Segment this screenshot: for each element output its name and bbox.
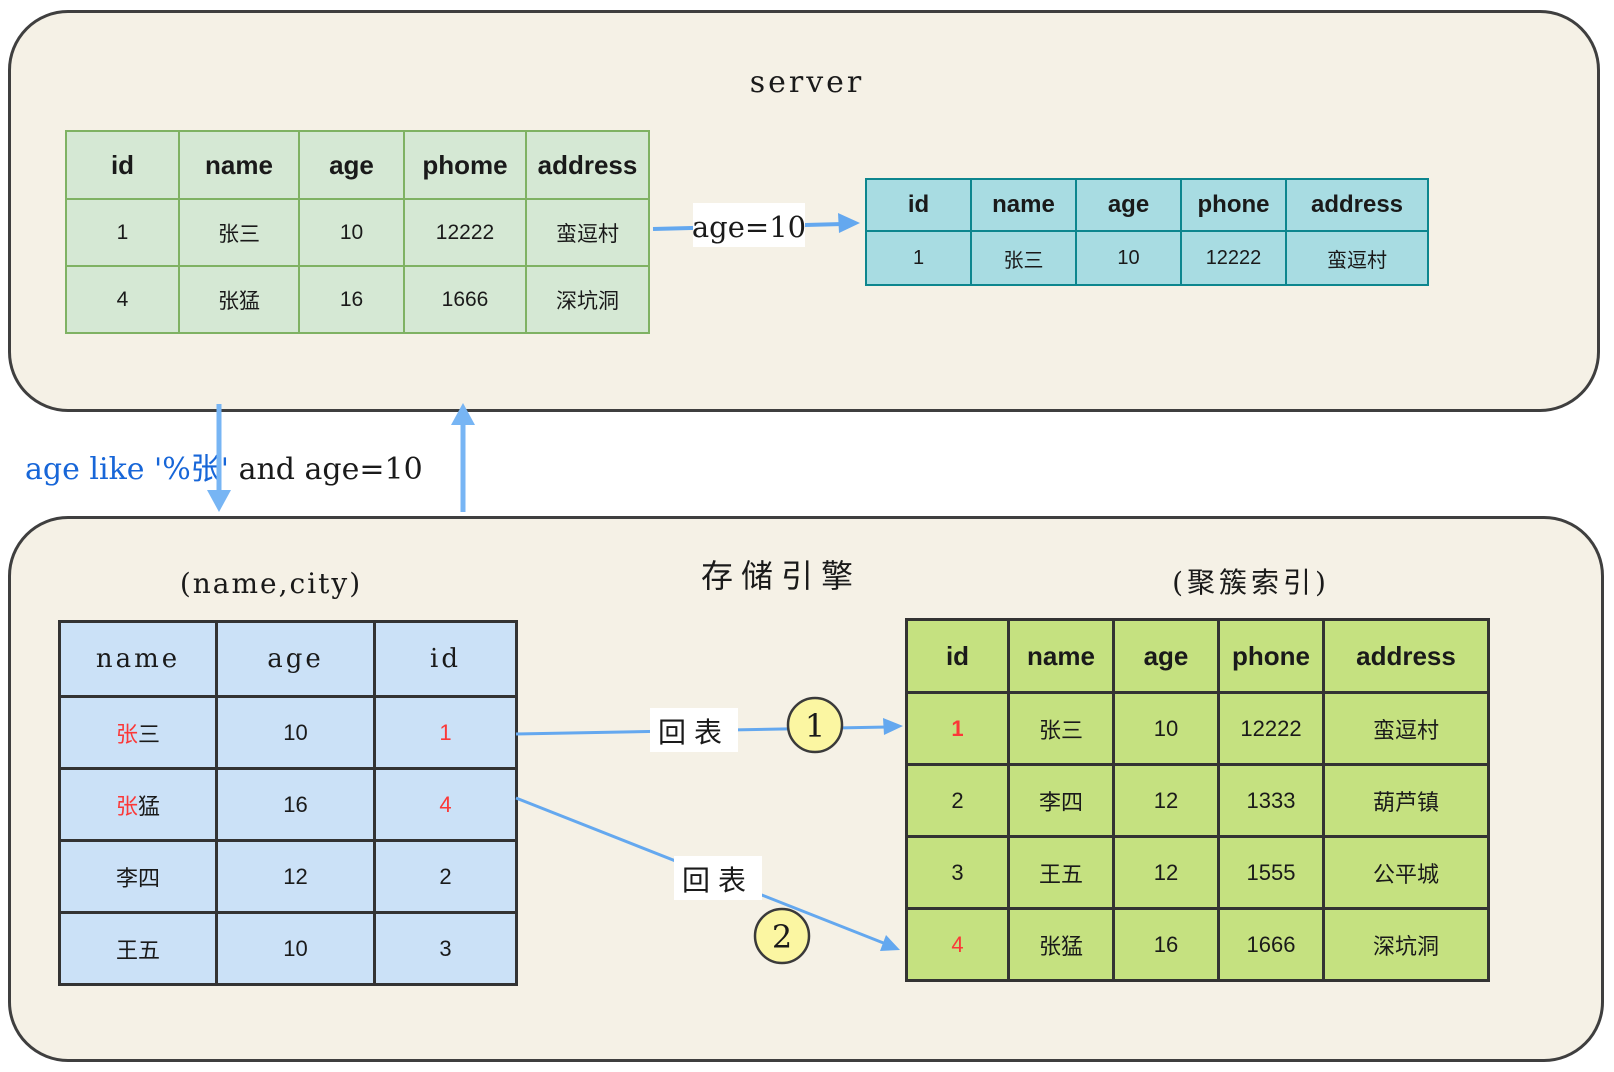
table-header-row: id name age phome address xyxy=(65,130,650,200)
table-header-cell: address xyxy=(525,130,650,200)
table-cell: 张猛 xyxy=(1007,907,1115,982)
clustered-index-label: (聚簇索引) xyxy=(1172,566,1330,599)
table-cell: 蛮逗村 xyxy=(525,198,650,267)
table-cell: 蛮逗村 xyxy=(1322,691,1490,766)
table-header-cell: phone xyxy=(1180,178,1287,232)
table-cell: 张猛 xyxy=(58,767,218,842)
name-rest: 李四 xyxy=(115,865,160,891)
table-cell: 12222 xyxy=(403,198,527,267)
table-cell: 1555 xyxy=(1217,835,1325,910)
table-header-cell: age xyxy=(1112,618,1220,694)
table-cell: 2 xyxy=(373,839,518,914)
storage-engine-title: 存储引擎 xyxy=(700,557,861,595)
table-cell: 16 xyxy=(298,265,405,334)
table-row: 1 张三 10 12222 蛮逗村 xyxy=(905,691,1490,766)
secondary-index-table: name age id 张三 10 1 张猛 16 4 李四 12 2 王五 1… xyxy=(58,620,518,986)
table-header-cell: name xyxy=(970,178,1077,232)
table-cell: 1666 xyxy=(1217,907,1325,982)
table-header-cell: age xyxy=(215,620,376,698)
table-cell: 12222 xyxy=(1217,691,1325,766)
table-cell: 3 xyxy=(373,911,518,986)
table-cell: 10 xyxy=(1075,230,1182,286)
table-cell: 1 xyxy=(373,695,518,770)
highlighted-char: 张 xyxy=(115,721,138,747)
table-cell: 张猛 xyxy=(178,265,300,334)
table-header-cell: name xyxy=(178,130,300,200)
table-cell: 12 xyxy=(1112,763,1220,838)
sql-condition-black-part: and age=10 xyxy=(229,452,423,487)
server-source-table: id name age phome address 1 张三 10 12222 … xyxy=(65,130,650,334)
table-cell: 李四 xyxy=(58,839,218,914)
table-cell: 王五 xyxy=(1007,835,1115,910)
table-row: 王五 10 3 xyxy=(58,911,518,986)
table-row: 4 张猛 16 1666 深坑洞 xyxy=(905,907,1490,982)
table-cell: 1666 xyxy=(403,265,527,334)
table-row: 张猛 16 4 xyxy=(58,767,518,842)
table-cell: 12222 xyxy=(1180,230,1287,286)
table-cell: 李四 xyxy=(1007,763,1115,838)
table-cell: 1333 xyxy=(1217,763,1325,838)
table-cell: 4 xyxy=(905,907,1010,982)
table-cell: 10 xyxy=(215,911,376,986)
table-row: 1 张三 10 12222 蛮逗村 xyxy=(865,230,1429,286)
table-row: 1 张三 10 12222 蛮逗村 xyxy=(65,198,650,267)
name-rest: 王五 xyxy=(115,937,160,963)
table-header-cell: name xyxy=(1007,618,1115,694)
table-cell: 16 xyxy=(215,767,376,842)
secondary-index-label: (name,city) xyxy=(179,567,363,600)
table-cell: 张三 xyxy=(178,198,300,267)
table-cell: 1 xyxy=(905,691,1010,766)
table-cell: 张三 xyxy=(970,230,1077,286)
table-cell: 4 xyxy=(65,265,180,334)
table-header-row: id name age phone address xyxy=(865,178,1429,232)
table-header-cell: id xyxy=(373,620,518,698)
table-cell: 2 xyxy=(905,763,1010,838)
highlighted-char: 张 xyxy=(115,793,138,819)
sql-condition-blue-part: age like '%张' xyxy=(25,452,230,487)
table-cell: 10 xyxy=(215,695,376,770)
name-rest: 猛 xyxy=(138,793,161,819)
server-result-table: id name age phone address 1 张三 10 12222 … xyxy=(865,178,1429,286)
table-header-cell: id xyxy=(905,618,1010,694)
table-header-cell: phome xyxy=(403,130,527,200)
table-header-cell: name xyxy=(58,620,218,698)
table-cell: 12 xyxy=(215,839,376,914)
table-header-cell: address xyxy=(1322,618,1490,694)
table-header-cell: age xyxy=(298,130,405,200)
table-cell: 蛮逗村 xyxy=(1285,230,1429,286)
table-cell: 10 xyxy=(1112,691,1220,766)
table-row: 4 张猛 16 1666 深坑洞 xyxy=(65,265,650,334)
table-header-cell: id xyxy=(865,178,972,232)
table-header-cell: id xyxy=(65,130,180,200)
table-cell: 1 xyxy=(865,230,972,286)
return-up-arrow xyxy=(451,403,475,512)
table-cell: 王五 xyxy=(58,911,218,986)
table-cell: 张三 xyxy=(58,695,218,770)
table-row: 张三 10 1 xyxy=(58,695,518,770)
table-header-cell: address xyxy=(1285,178,1429,232)
table-header-row: name age id xyxy=(58,620,518,698)
sql-condition-text: age like '%张' and age=10 xyxy=(25,444,423,488)
table-row: 李四 12 2 xyxy=(58,839,518,914)
name-rest: 三 xyxy=(138,721,161,747)
table-cell: 1 xyxy=(65,198,180,267)
table-cell: 深坑洞 xyxy=(525,265,650,334)
server-title: server xyxy=(749,65,865,100)
table-header-row: id name age phone address xyxy=(905,618,1490,694)
table-cell: 10 xyxy=(298,198,405,267)
table-header-cell: age xyxy=(1075,178,1182,232)
table-header-cell: phone xyxy=(1217,618,1325,694)
table-row: 3 王五 12 1555 公平城 xyxy=(905,835,1490,910)
table-cell: 张三 xyxy=(1007,691,1115,766)
table-cell: 4 xyxy=(373,767,518,842)
table-row: 2 李四 12 1333 葫芦镇 xyxy=(905,763,1490,838)
table-cell: 葫芦镇 xyxy=(1322,763,1490,838)
table-cell: 3 xyxy=(905,835,1010,910)
clustered-index-table: id name age phone address 1 张三 10 12222 … xyxy=(905,618,1490,982)
table-cell: 深坑洞 xyxy=(1322,907,1490,982)
table-cell: 12 xyxy=(1112,835,1220,910)
table-cell: 公平城 xyxy=(1322,835,1490,910)
table-cell: 16 xyxy=(1112,907,1220,982)
